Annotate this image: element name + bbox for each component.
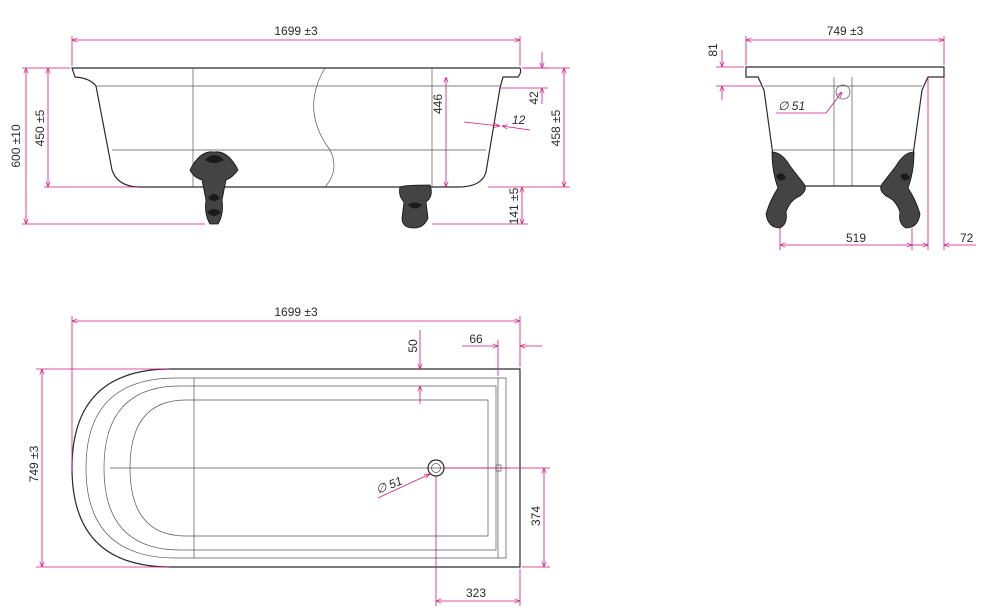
dim-end-rim-label: 81 <box>706 43 720 57</box>
dim-side-slope: 12 <box>463 113 531 131</box>
dim-end-feet-span-label: 519 <box>846 231 866 245</box>
dim-end-width: 749 ±3 <box>745 24 945 65</box>
dim-side-feet-height-label: 141 ±5 <box>507 187 521 224</box>
dim-plan-length: 1699 ±3 <box>71 305 521 470</box>
plan-view: 1699 ±3 749 ±3 50 66 ∅ 51 <box>27 305 550 606</box>
dim-side-slope-label: 12 <box>512 113 526 127</box>
dim-side-body-height-label: 450 ±5 <box>33 109 47 146</box>
side-view-tub-outline <box>71 67 522 188</box>
dim-side-rim-drop: 42 <box>500 52 548 105</box>
dim-plan-end-rim: 66 <box>462 332 542 376</box>
claw-foot-right <box>399 184 432 229</box>
dim-plan-rim: 50 <box>406 330 420 404</box>
dim-plan-width: 749 ±3 <box>27 368 169 568</box>
side-view: 1699 ±3 600 ±10 450 ±5 446 42 <box>9 24 570 229</box>
dim-side-length: 1699 ±3 <box>71 24 521 66</box>
dim-side-total-height-label: 600 ±10 <box>9 124 23 168</box>
dim-end-overhang-label: 72 <box>960 231 974 245</box>
dim-side-rim-drop-label: 42 <box>527 91 541 105</box>
dim-end-overhang: 72 <box>912 77 976 250</box>
end-view-foot-right <box>880 151 921 229</box>
dim-side-inner-depth-label: 446 <box>431 94 445 114</box>
end-view: 749 ±3 81 ∅ 51 519 72 <box>706 24 976 250</box>
dim-end-feet-span: 519 <box>779 228 913 250</box>
dim-side-feet-height: 141 ±5 <box>432 187 528 225</box>
end-view-foot-left <box>765 151 806 229</box>
dim-side-rim-height: 458 ±5 <box>488 67 570 188</box>
dim-side-inner-depth: 446 <box>431 77 446 187</box>
dim-plan-waste-from-side-label: 374 <box>529 506 543 526</box>
dim-side-body-height: 450 ±5 <box>33 68 138 188</box>
dim-side-length-label: 1699 ±3 <box>274 24 318 38</box>
dim-plan-length-label: 1699 ±3 <box>274 305 318 319</box>
dim-side-rim-height-label: 458 ±5 <box>549 109 563 146</box>
dim-end-rim: 81 <box>706 43 762 100</box>
dim-end-width-label: 749 ±3 <box>827 24 864 38</box>
dim-side-total-height: 600 ±10 <box>9 67 205 225</box>
dim-plan-waste-from-side: 374 <box>444 467 550 568</box>
dim-plan-waste-from-end-label: 323 <box>466 586 486 600</box>
dim-plan-rim-label: 50 <box>406 339 420 353</box>
dim-plan-end-rim-label: 66 <box>469 332 483 346</box>
dim-end-waste-label: ∅ 51 <box>778 99 805 113</box>
dim-plan-waste: ∅ 51 <box>374 474 430 499</box>
dim-end-waste: ∅ 51 <box>776 92 842 114</box>
claw-foot-left <box>189 151 239 225</box>
dim-plan-width-label: 749 ±3 <box>27 445 41 482</box>
dim-plan-waste-from-end: 323 <box>435 476 521 606</box>
